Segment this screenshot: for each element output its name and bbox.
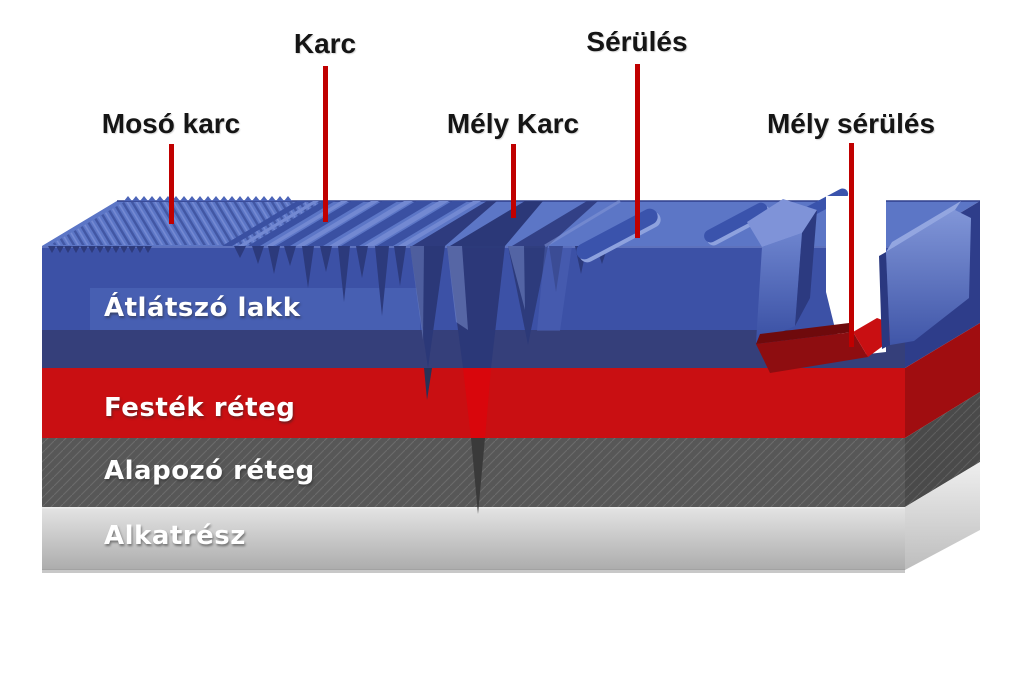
annotation-moso-karc: Mosó karc [101,108,241,139]
back-edge-sawtooth [124,196,292,201]
callout-line-mely-serules [849,143,854,347]
scratch-notches [234,246,608,316]
annotation-serules: Sérülés [586,26,688,57]
dent-reflection [537,246,572,331]
slab-bottom-edge [42,569,905,573]
layer-label-festek-reteg: Festék réteg [104,393,296,423]
front-edge-sawtooth [48,246,152,253]
pit-back-wall [756,323,853,344]
layer-primer [42,438,905,507]
damage-mely-karc [410,201,598,514]
layer-substrate [42,507,905,573]
annotation-mely-serules: Mély sérülés [766,108,936,139]
clear-coat-label-panel [90,288,420,330]
right-flap [879,201,971,349]
left-flap-side [795,210,817,326]
layer-label-alkatresz: Alkatrész [104,521,246,551]
callout-line-serules [635,64,640,238]
left-flap-front [756,233,802,343]
callout-line-mely-karc [511,144,516,218]
layer-label-alapozo-reteg: Alapozó réteg [104,456,315,486]
annotation-karc: Karc [293,28,357,59]
gouge-gap [826,196,886,357]
layer-label-atlatszo-lakk: Átlátszó lakk [104,293,301,323]
substrate-front-face [42,507,905,570]
right-flap-front [886,210,971,345]
damage-mely-serules [747,196,906,373]
annotation-mely-karc: Mély Karc [446,108,580,139]
paint-side-face [905,323,980,438]
right-flap-edge [879,252,890,349]
damage-karc [222,201,608,316]
substrate-side-face [905,462,980,570]
callout-line-moso-karc [169,144,174,224]
dent-plateau-edge [544,199,621,248]
pit-floor [756,332,868,373]
primer-side-hatch [905,392,980,507]
callout-line-karc [323,66,328,222]
right-flap-top-bevel [886,201,961,252]
left-flap-top [747,199,817,247]
